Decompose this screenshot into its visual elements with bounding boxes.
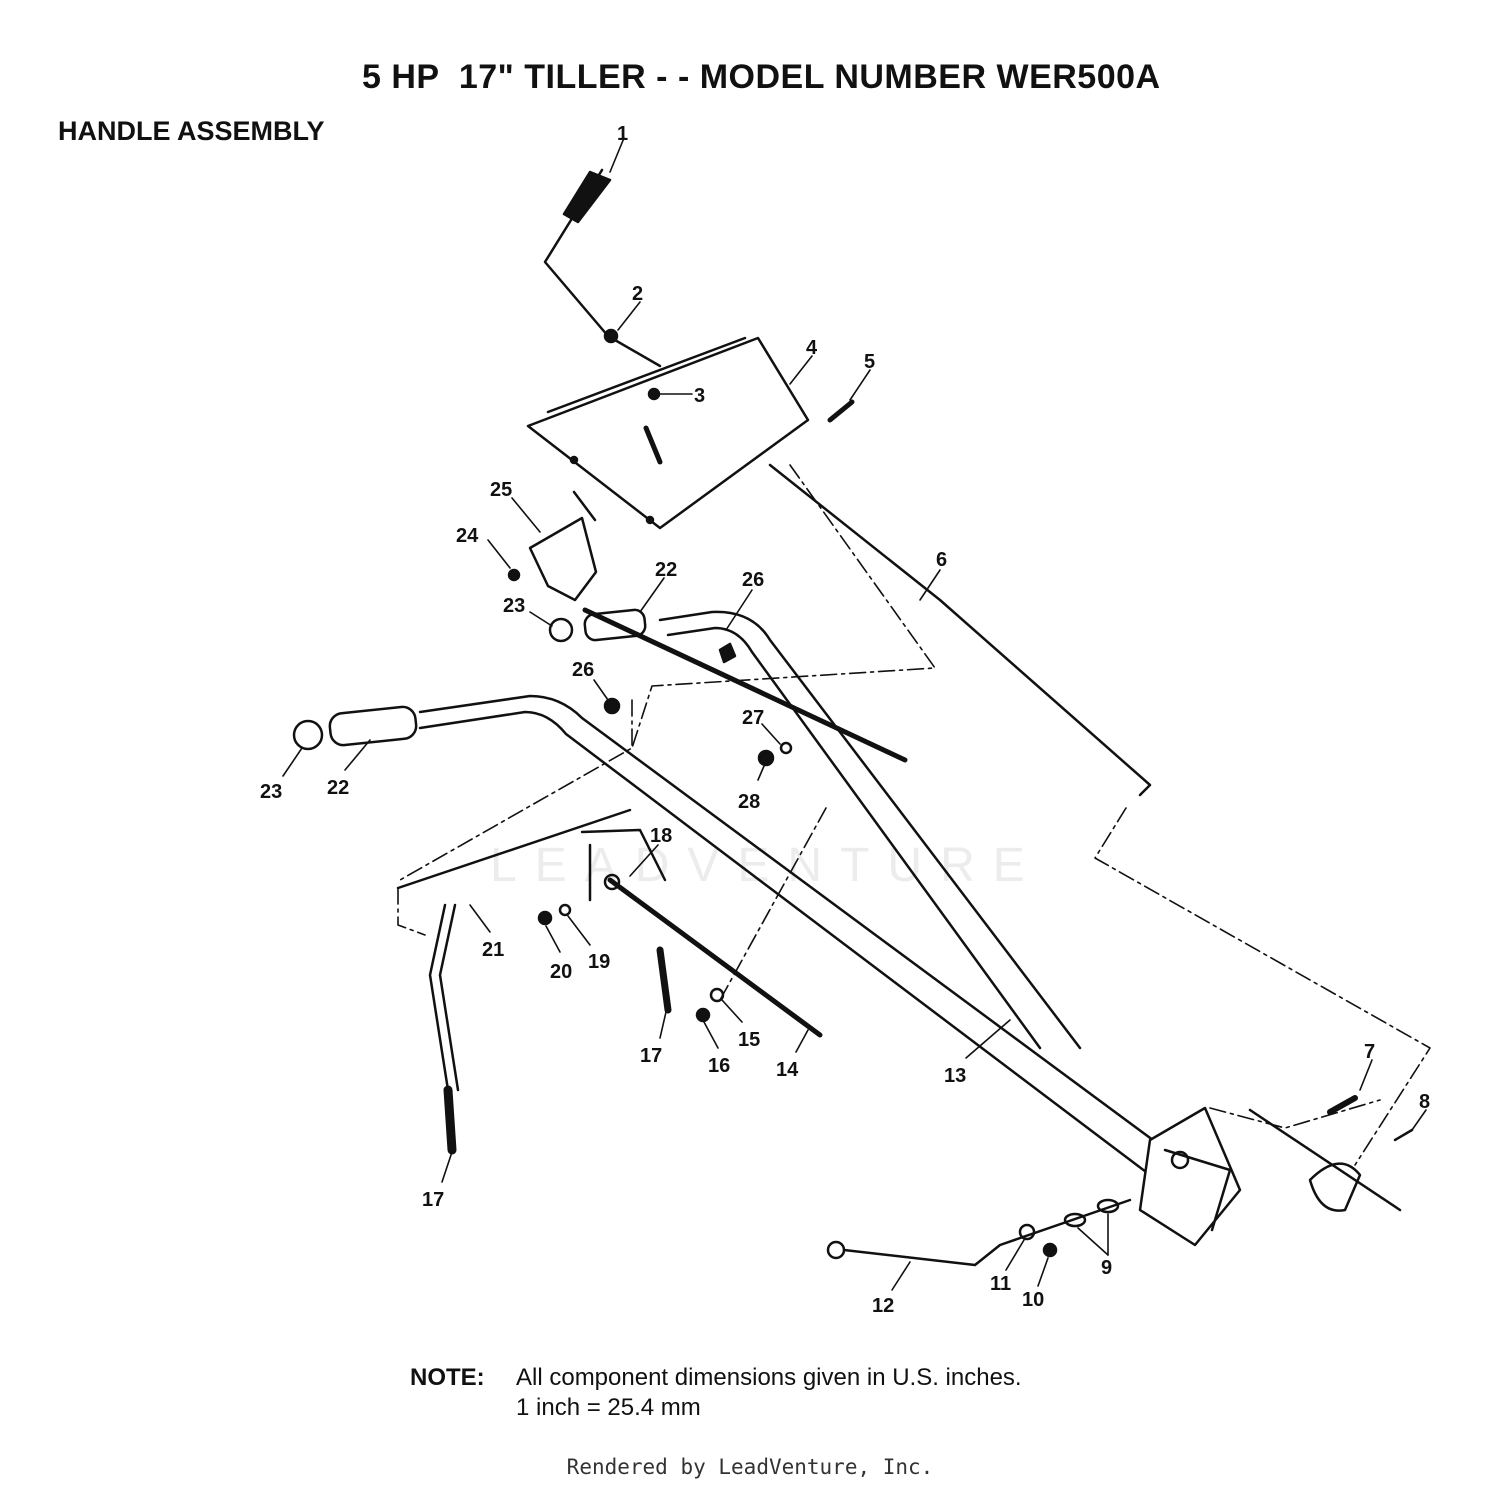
- callout-28: 28: [738, 791, 760, 813]
- dimension-note: NOTE: All component dimensions given in U…: [410, 1364, 1022, 1422]
- hardware: [695, 741, 1414, 1142]
- callout-22-upper: 22: [655, 559, 677, 581]
- callout-8: 8: [1419, 1091, 1430, 1113]
- callout-16: 16: [708, 1055, 730, 1077]
- upper-handlebar: [548, 608, 1082, 1050]
- callout-26-upper: 26: [742, 569, 764, 591]
- callout-22-lower: 22: [327, 777, 349, 799]
- callout-27: 27: [742, 707, 764, 729]
- callout-2: 2: [632, 283, 643, 305]
- footer-credit: Rendered by LeadVenture, Inc.: [566, 1455, 934, 1479]
- callout-5: 5: [864, 351, 875, 373]
- callout-14: 14: [776, 1059, 799, 1081]
- clutch-rod: [543, 168, 662, 368]
- note-line-1: All component dimensions given in U.S. i…: [516, 1364, 1022, 1391]
- callout-25: 25: [490, 479, 512, 501]
- depth-lever: [826, 1198, 1132, 1267]
- callout-23-upper: 23: [503, 595, 525, 617]
- callout-9: 9: [1101, 1257, 1112, 1279]
- callout-18: 18: [650, 825, 672, 847]
- callout-21: 21: [482, 939, 504, 961]
- callout-15: 15: [738, 1029, 760, 1051]
- callout-19: 19: [588, 951, 610, 973]
- control-cable: [582, 607, 908, 763]
- callout-10: 10: [1022, 1289, 1044, 1311]
- lower-bracket: [396, 808, 672, 1155]
- callout-13: 13: [944, 1065, 966, 1087]
- section-title: HANDLE ASSEMBLY: [58, 116, 325, 146]
- callout-24: 24: [456, 525, 479, 547]
- control-panel: [526, 336, 810, 530]
- callout-12: 12: [872, 1295, 894, 1317]
- callout-6: 6: [936, 549, 947, 571]
- callout-7: 7: [1364, 1041, 1375, 1063]
- callout-11: 11: [990, 1273, 1011, 1295]
- handle-base-housing: [1138, 1106, 1402, 1247]
- callout-20: 20: [550, 961, 572, 983]
- note-label: NOTE:: [410, 1364, 485, 1391]
- callout-17-upper: 17: [640, 1045, 662, 1067]
- control-rod: [768, 463, 1152, 797]
- main-handlebar: [292, 694, 1182, 1177]
- callout-4: 4: [806, 337, 818, 359]
- callout-17-lower: 17: [422, 1189, 444, 1211]
- callout-23-lower: 23: [260, 781, 282, 803]
- callout-3: 3: [694, 385, 705, 407]
- page-title: 5 HP 17" TILLER - - MODEL NUMBER WER500A: [362, 58, 1161, 96]
- callout-1: 1: [617, 123, 628, 145]
- note-line-2: 1 inch = 25.4 mm: [516, 1394, 701, 1421]
- clutch-bracket: [507, 490, 598, 602]
- callout-26-lower: 26: [572, 659, 594, 681]
